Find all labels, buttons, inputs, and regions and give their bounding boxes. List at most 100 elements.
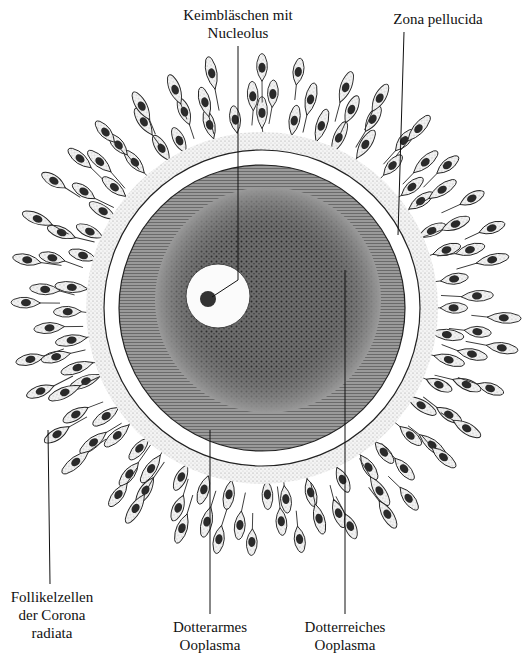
cell-nucleus [337, 473, 348, 485]
cell-process [86, 400, 103, 411]
follicle-cell [414, 176, 459, 211]
cell-process [221, 508, 227, 528]
cell-nucleus [378, 446, 390, 458]
cell-nucleus [314, 513, 324, 525]
cell-process [181, 479, 190, 497]
cell-process [309, 483, 316, 506]
cell-process [456, 263, 478, 269]
follicle-cell [422, 213, 472, 243]
cell-body [40, 348, 72, 365]
ooplasma-yolk [156, 188, 380, 412]
cell-body [196, 86, 215, 118]
cell-nucleus [461, 379, 473, 389]
cell-nucleus [282, 494, 290, 505]
cell-nucleus [70, 409, 82, 420]
follicle-cell [65, 145, 107, 182]
cell-nucleus [264, 489, 271, 499]
follicle-cell [354, 456, 393, 508]
cell-nucleus [487, 255, 498, 264]
cell-nucleus [78, 186, 90, 198]
cell-body [171, 512, 192, 545]
follicle-cell [333, 493, 360, 540]
follicle-cell [40, 345, 87, 366]
cell-process [422, 172, 440, 187]
cell-process [356, 129, 367, 147]
follicle-cell [15, 346, 66, 367]
part-label: Dotterarmes Ooplasma [158, 618, 262, 654]
follicle-cell [33, 319, 83, 334]
cell-nucleus [99, 126, 111, 138]
cell-nucleus [140, 484, 151, 496]
follicle-cell [465, 337, 519, 356]
cell-body [55, 332, 88, 348]
follicle-cell [298, 82, 320, 134]
cell-process [294, 83, 297, 100]
cell-body [228, 105, 243, 134]
cell-process [208, 115, 214, 135]
cell-process [214, 87, 220, 110]
cell-body [129, 89, 155, 122]
cell-body [221, 479, 237, 510]
cell-body [164, 73, 186, 106]
cell-nucleus [398, 463, 410, 475]
follicle-cell [247, 81, 260, 125]
cell-nucleus [66, 336, 77, 345]
cell-process [63, 325, 84, 329]
leader-line [210, 430, 211, 614]
cell-nucleus [63, 308, 73, 315]
leader-line [48, 430, 50, 584]
cell-body [477, 218, 506, 237]
cell-nucleus [436, 184, 448, 196]
cell-nucleus [472, 328, 483, 336]
cell-process [147, 118, 158, 134]
cell-process [87, 438, 106, 454]
cell-nucleus [449, 304, 459, 311]
cell-body [461, 290, 494, 303]
follicle-cell [290, 510, 307, 553]
cell-nucleus [94, 156, 106, 168]
follicle-cell [11, 297, 60, 309]
cell-body [311, 108, 332, 144]
cell-body [92, 118, 119, 146]
cell-nucleus [277, 516, 285, 527]
cell-process [466, 341, 489, 345]
cell-nucleus [170, 84, 180, 96]
follicle-cell [39, 169, 83, 202]
follicle-cell [433, 368, 482, 395]
follicle-cell [211, 507, 230, 555]
cell-body [42, 422, 72, 446]
cell-body [396, 484, 422, 513]
cell-body [246, 529, 258, 556]
cell-process [63, 187, 80, 198]
cell-nucleus [145, 462, 157, 474]
cell-process [185, 495, 193, 516]
cell-nucleus [179, 106, 189, 118]
cell-process [241, 492, 245, 513]
cell-nucleus [129, 156, 141, 168]
cell-nucleus [386, 159, 398, 171]
cell-body [211, 524, 227, 554]
cell-process [441, 345, 460, 352]
nucleolus [200, 291, 216, 307]
cell-process [58, 291, 75, 295]
cell-process [437, 250, 457, 258]
cell-body [99, 173, 129, 200]
cell-nucleus [173, 502, 184, 514]
cell-nucleus [382, 508, 393, 520]
cell-process [328, 485, 335, 501]
follicle-cell [164, 73, 192, 121]
cell-nucleus [441, 159, 453, 171]
cell-nucleus [449, 219, 461, 230]
cell-process [105, 421, 122, 435]
cell-nucleus [374, 92, 385, 104]
cell-nucleus [32, 214, 44, 224]
cell-body [105, 480, 131, 510]
cell-nucleus [499, 314, 509, 322]
cell-nucleus [403, 492, 415, 504]
cell-process [458, 377, 479, 385]
cell-nucleus [449, 275, 460, 284]
cell-nucleus [484, 383, 496, 393]
follicle-cell [378, 440, 418, 483]
follicle-cell [92, 118, 129, 158]
